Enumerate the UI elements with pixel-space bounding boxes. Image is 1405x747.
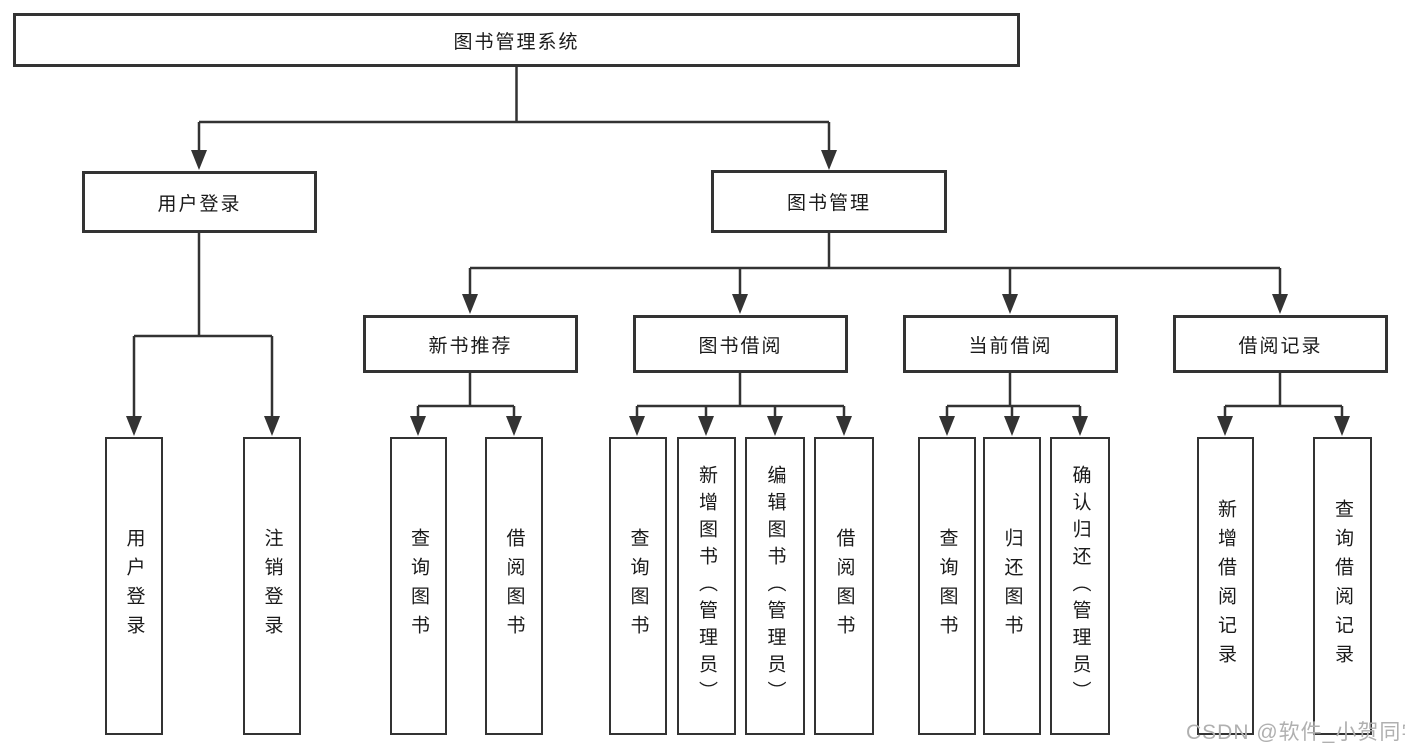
connector-lines (132, 67, 1344, 422)
node-new-book-recommend: 新书推荐 (363, 315, 578, 373)
leaf-label: 用户登录 (123, 528, 145, 644)
leaf-add-borrow-record: 新增借阅记录 (1197, 437, 1254, 735)
leaf-query-books-current: 查询图书 (918, 437, 976, 735)
leaf-borrow-books-recommend: 借阅图书 (485, 437, 543, 735)
leaf-label: 查询图书 (627, 528, 649, 644)
node-book-management: 图书管理 (711, 170, 947, 233)
leaf-label: 查询图书 (408, 528, 429, 644)
leaf-label: 借阅图书 (503, 528, 525, 644)
node-borrowing-records: 借阅记录 (1173, 315, 1388, 373)
leaf-label: 确认归还（管理员） (1069, 464, 1091, 708)
watermark: CSDN @软件_小贺同学 (1186, 721, 1405, 744)
node-user-login: 用户登录 (82, 171, 317, 233)
leaf-logout: 注销登录 (243, 437, 301, 735)
leaf-query-books-borrow: 查询图书 (609, 437, 667, 735)
leaf-edit-books-admin: 编辑图书（管理员） (745, 437, 805, 735)
leaf-label: 查询图书 (936, 528, 958, 644)
leaf-borrow-books-borrow: 借阅图书 (814, 437, 874, 735)
leaf-label: 注销登录 (261, 528, 283, 644)
leaf-return-books: 归还图书 (983, 437, 1041, 735)
leaf-query-borrow-record: 查询借阅记录 (1313, 437, 1372, 735)
leaf-label: 借阅图书 (833, 528, 855, 644)
leaf-label: 归还图书 (1001, 528, 1023, 644)
leaf-label: 新增图书（管理员） (696, 464, 717, 708)
node-root: 图书管理系统 (13, 13, 1020, 67)
node-book-borrowing: 图书借阅 (633, 315, 848, 373)
leaf-query-books-recommend: 查询图书 (390, 437, 447, 735)
leaf-confirm-return-admin: 确认归还（管理员） (1050, 437, 1110, 735)
leaf-label: 新增借阅记录 (1215, 499, 1236, 673)
leaf-user-login: 用户登录 (105, 437, 163, 735)
leaf-label: 编辑图书（管理员） (764, 464, 786, 708)
leaf-label: 查询借阅记录 (1332, 499, 1353, 673)
leaf-add-books-admin: 新增图书（管理员） (677, 437, 736, 735)
node-current-borrowing: 当前借阅 (903, 315, 1118, 373)
